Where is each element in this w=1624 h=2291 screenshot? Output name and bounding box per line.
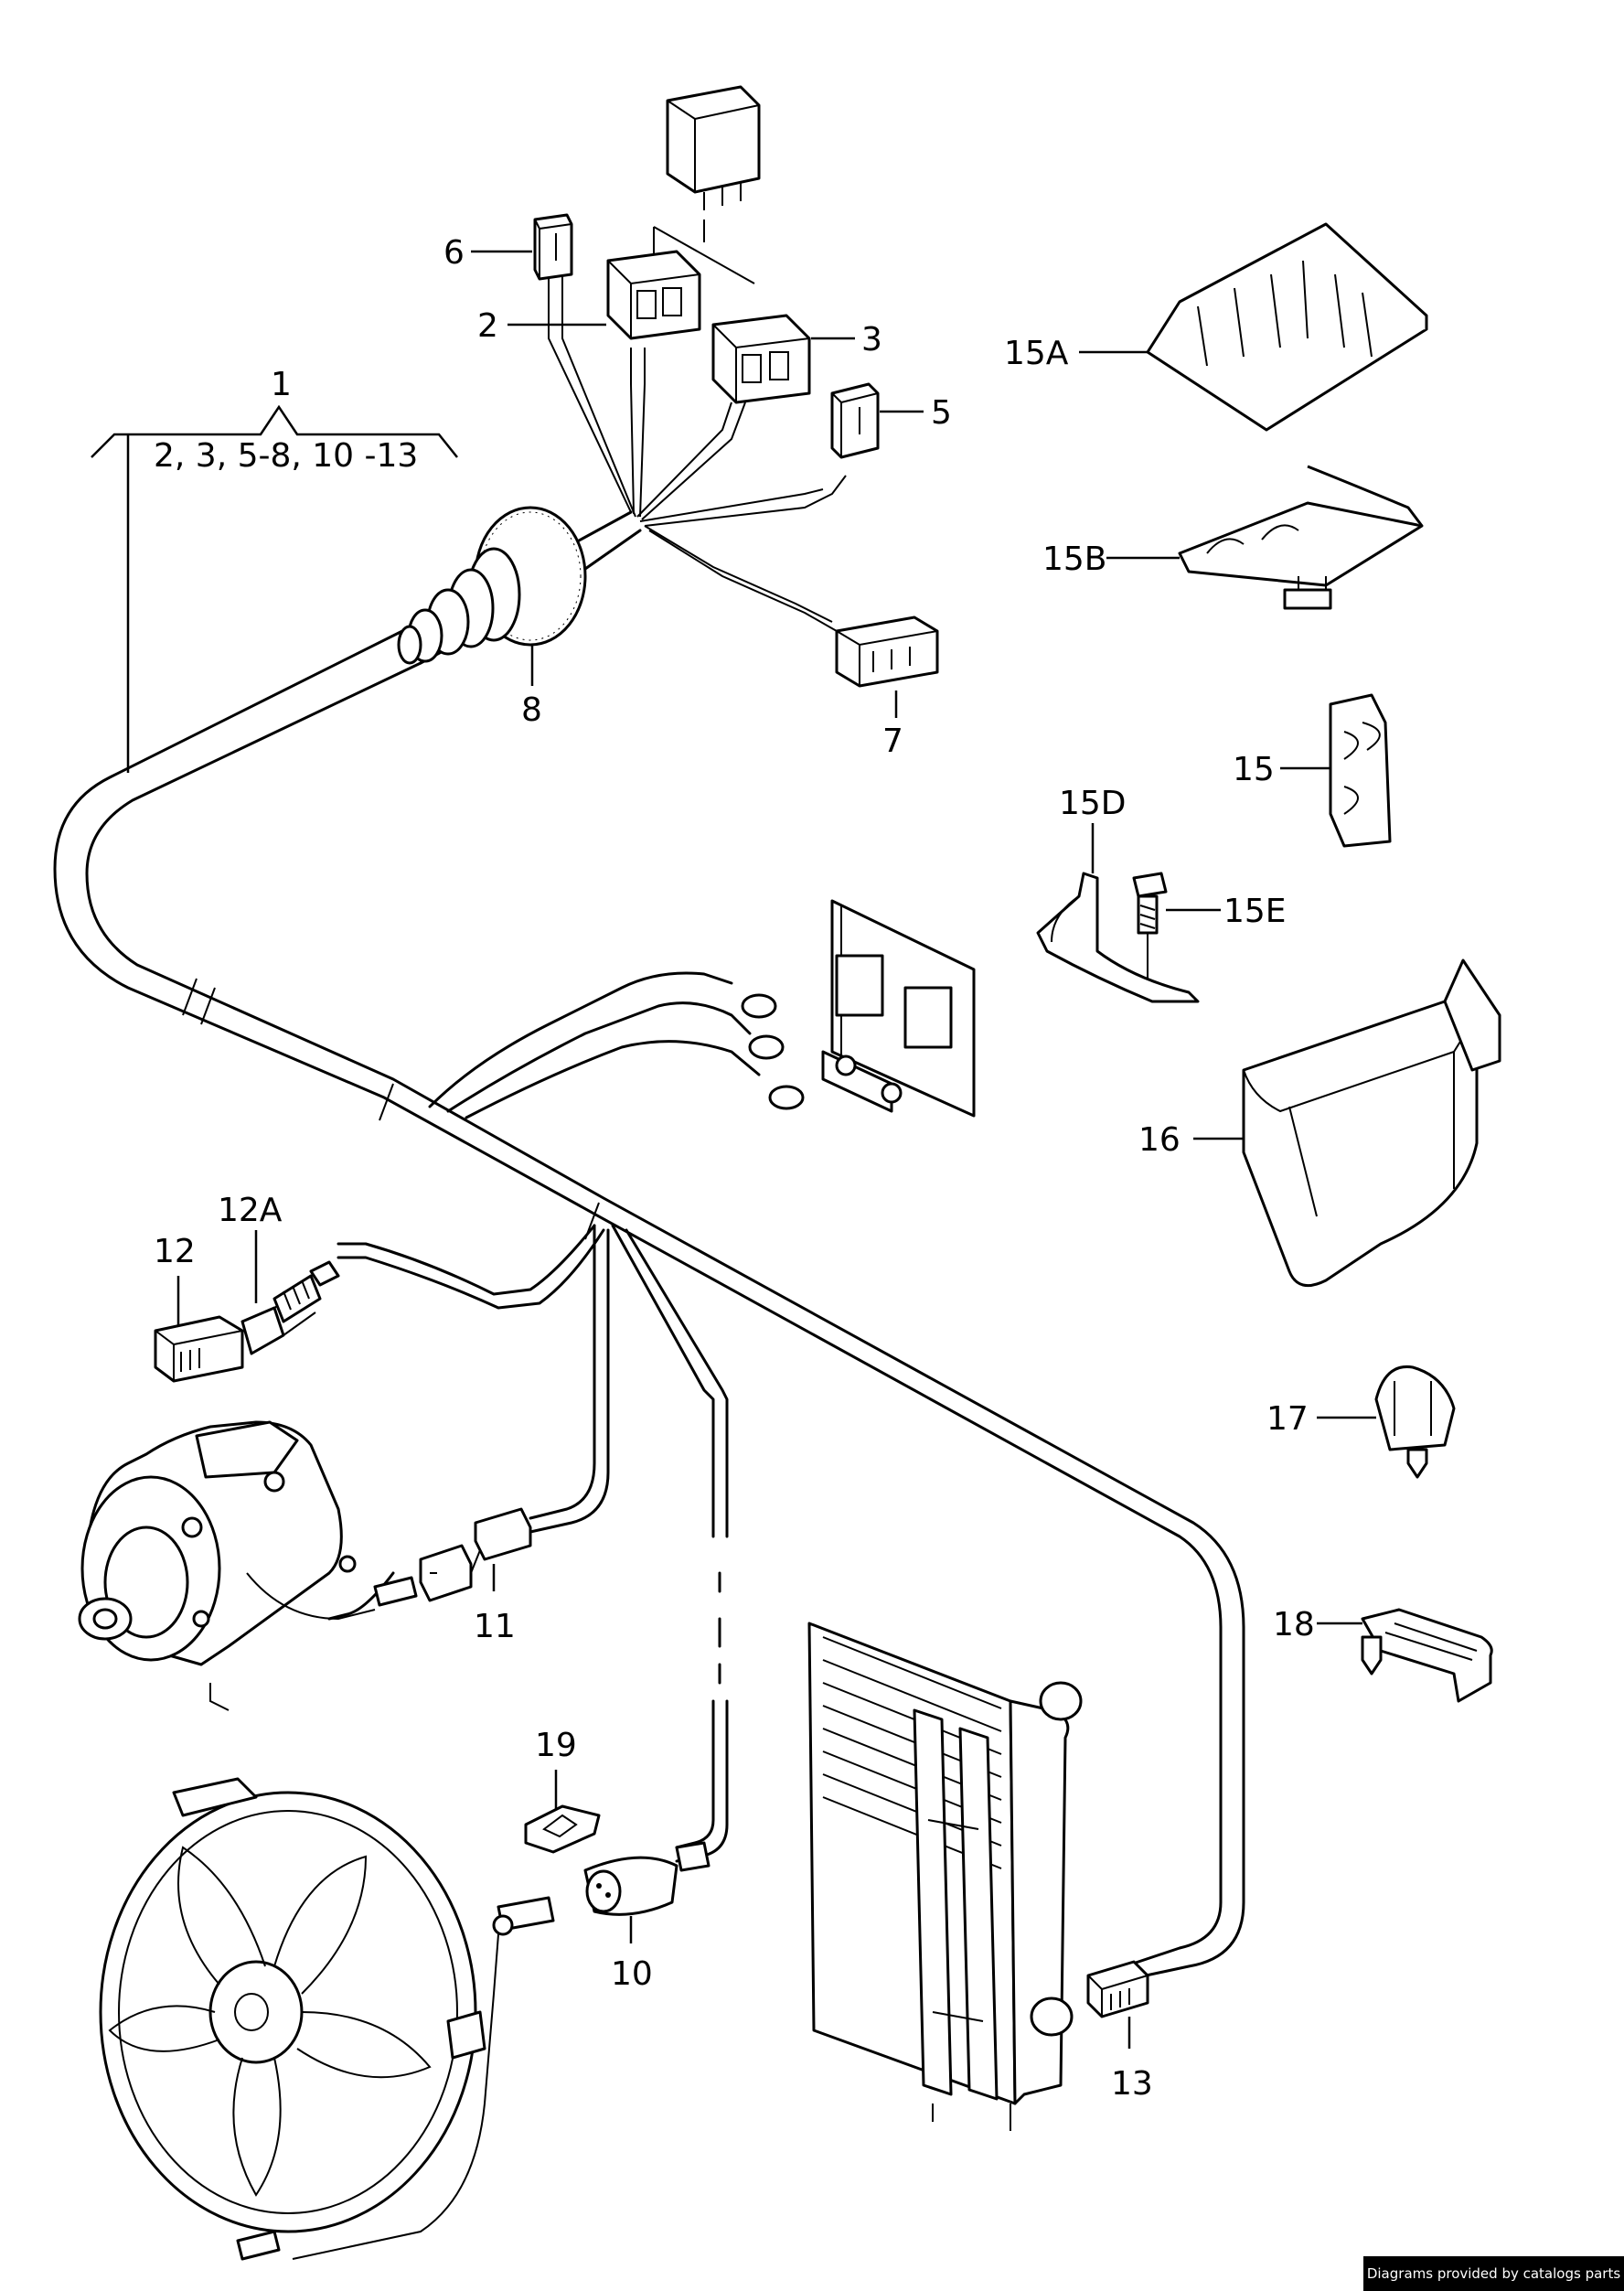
ground-terminals [741, 993, 805, 1110]
bolt-part-15e [1132, 872, 1168, 979]
clip-part-15b [1178, 465, 1424, 610]
main-harness [53, 629, 1245, 1982]
callout-1: 1 [271, 366, 292, 403]
cooling-fan [99, 1777, 555, 2261]
callout-15a: 15A [1004, 335, 1069, 372]
callout-15d: 15D [1059, 785, 1127, 822]
clip-part-17 [1374, 1365, 1456, 1479]
callout-17: 17 [1266, 1400, 1309, 1438]
callout-3: 3 [861, 321, 882, 359]
clip-part-15 [1329, 693, 1392, 848]
callout-15: 15 [1233, 751, 1275, 788]
clip-part-18 [1361, 1608, 1493, 1703]
grommet-part-8 [397, 506, 587, 665]
callout-18: 18 [1273, 1606, 1315, 1643]
attribution-badge: Diagrams provided by catalogs parts [1363, 2256, 1624, 2291]
sleeve-part-12a [272, 1260, 340, 1323]
callout-7: 7 [882, 723, 903, 760]
callout-11: 11 [474, 1608, 516, 1645]
connector-part-11 [373, 1507, 532, 1607]
connector-part-7 [835, 616, 939, 688]
radiator [807, 1622, 1083, 2131]
sensor-part-10 [583, 1841, 710, 1916]
cover-part-16 [1242, 958, 1501, 1288]
callout-12: 12 [154, 1233, 196, 1270]
callout-2: 2 [477, 307, 498, 345]
callout-8: 8 [521, 691, 542, 729]
connector-part-5 [830, 382, 880, 459]
callout-13: 13 [1111, 2065, 1153, 2103]
ac-compressor [78, 1420, 376, 1711]
relay-socket-part-3 [711, 314, 811, 404]
callout-16: 16 [1138, 1121, 1181, 1159]
callout-15b: 15B [1042, 541, 1107, 578]
clip-part-15a [1146, 222, 1428, 432]
connector-part-6 [533, 213, 573, 281]
callout-10: 10 [611, 1955, 653, 1993]
clip-part-19 [524, 1804, 601, 1854]
callouts: 1 2, 3, 5-8, 10 -13 6 2 3 5 8 7 15A 15B … [91, 234, 1376, 2103]
callout-12a: 12A [218, 1192, 283, 1229]
callout-1-range: 2, 3, 5-8, 10 -13 [154, 437, 418, 475]
upper-branch [401, 274, 847, 665]
connector-part-13 [1086, 1960, 1149, 2018]
bracket-part-15d [1036, 872, 1200, 1003]
callout-5: 5 [931, 394, 952, 432]
callout-6: 6 [443, 234, 465, 272]
callout-15e: 15E [1223, 893, 1287, 930]
relay-plate [821, 899, 976, 1118]
callout-19: 19 [535, 1727, 577, 1764]
connector-part-12 [154, 1284, 316, 1383]
relay [653, 85, 761, 297]
relay-socket-part-2 [606, 250, 701, 340]
